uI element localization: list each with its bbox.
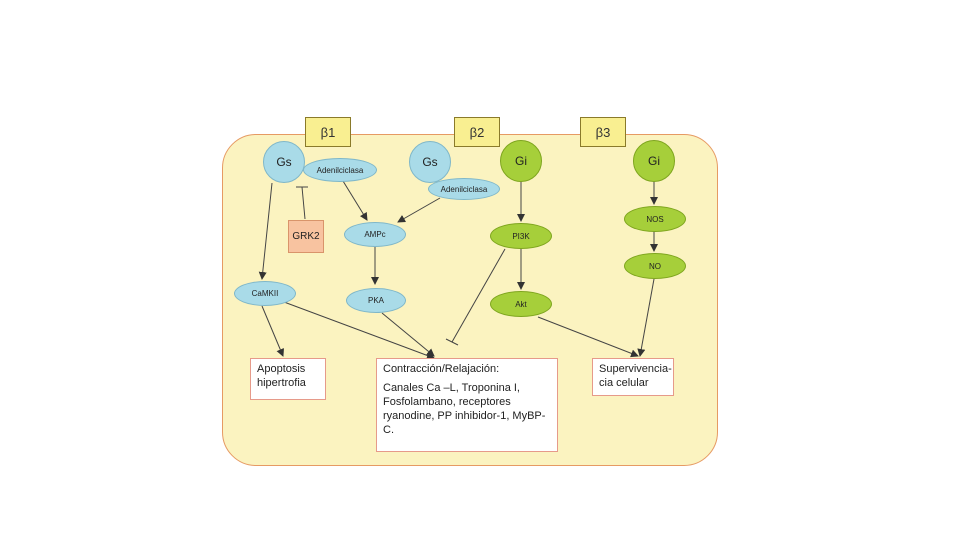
arrow-akt-survival — [537, 316, 639, 358]
outcome-apoptosis-line1: Apoptosis — [257, 363, 306, 375]
inhibit-pi3k-contraction — [451, 248, 506, 343]
receptor-beta1: β1 — [305, 117, 351, 147]
node-gi-beta3: Gi — [633, 140, 675, 182]
node-camkii: CaMKII — [234, 281, 296, 306]
receptor-beta3: β3 — [580, 117, 626, 147]
node-pka: PKA — [346, 288, 406, 313]
node-pi3k: PI3K — [490, 223, 552, 249]
arrow-pka-contraction — [381, 312, 435, 357]
node-gs-beta1: Gs — [263, 141, 305, 183]
arrow-camkii-apoptosis — [261, 305, 284, 357]
node-gs-beta2: Gs — [409, 141, 451, 183]
outcome-survival-line1: Supervivencia- — [599, 363, 672, 375]
node-grk2: GRK2 — [288, 220, 324, 253]
node-no: NO — [624, 253, 686, 279]
outcome-apoptosis: Apoptosis hipertrofia — [250, 358, 326, 400]
node-nos: NOS — [624, 206, 686, 232]
inhibit-grk2-gs1 — [301, 186, 306, 220]
arrow-ac2-ampc — [397, 197, 441, 223]
node-adenilciclasa-2: Adenilciclasa — [428, 178, 500, 200]
arrow-no-survival — [637, 278, 655, 357]
node-gi-beta2: Gi — [500, 140, 542, 182]
arrow-gs1-camkii — [258, 182, 273, 280]
outcome-contraction: Contracción/Relajación: Canales Ca –L, T… — [376, 358, 558, 452]
node-ampc: AMPc — [344, 222, 406, 247]
outcome-contraction-body: Canales Ca –L, Troponina I, Fosfolambano… — [383, 382, 546, 436]
node-adenilciclasa-1: Adenilciclasa — [303, 158, 377, 182]
node-akt: Akt — [490, 291, 552, 317]
receptor-beta2: β2 — [454, 117, 500, 147]
arrow-camkii-contraction — [283, 301, 435, 360]
outcome-survival-line2: cia celular — [599, 377, 649, 389]
outcome-survival: Supervivencia- cia celular — [592, 358, 674, 396]
arrow-ac1-ampc — [342, 180, 368, 221]
outcome-apoptosis-line2: hipertrofia — [257, 377, 306, 389]
outcome-contraction-title: Contracción/Relajación: — [383, 363, 500, 375]
inhibit-bar-pi3k — [445, 338, 459, 346]
